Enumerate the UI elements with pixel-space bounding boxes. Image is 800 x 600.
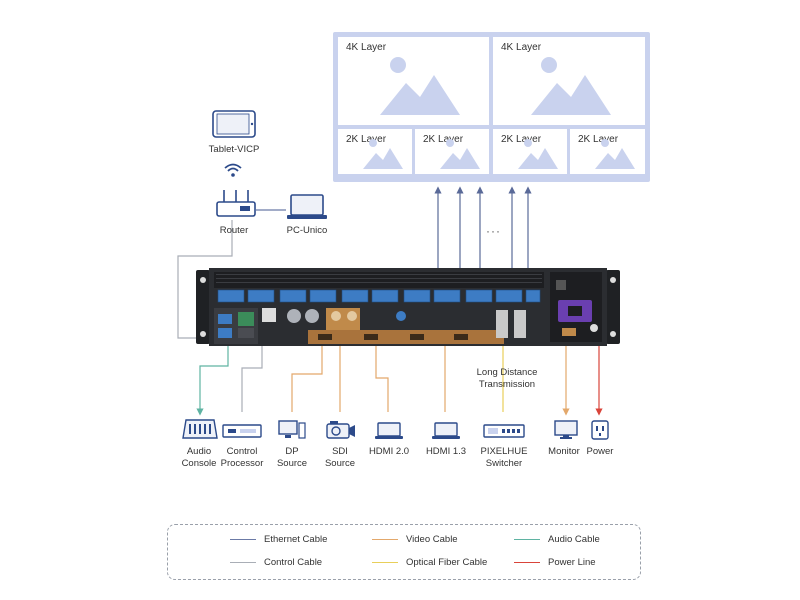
dp-source-icon [278,420,306,439]
device-label-dp-source: DP Source [276,446,308,469]
legend-swatch [230,538,256,540]
device-label-pixelhue-switcher: PIXELHUE Switcher [480,446,528,469]
more-outputs-ellipsis: ··· [486,224,501,238]
legend-item-optical: Optical Fiber Cable [372,557,487,568]
ethernet-output-ports [217,289,541,303]
device-label-power: Power [586,446,614,457]
legend-item-video: Video Cable [372,534,458,545]
router-rack-cable [177,220,233,339]
pc-laptop-icon [287,194,327,219]
legend-item-audio: Audio Cable [514,534,600,545]
laptop-icon [432,422,460,439]
device-label-control-processor: Control Processor [220,446,264,469]
legend-item-ethernet: Ethernet Cable [230,534,327,545]
legend-swatch [372,538,398,540]
device-label-monitor: Monitor [548,446,580,457]
device-label-audio-console: Audio Console [181,446,217,469]
layer-tile-4k-1: 4K Layer [338,37,489,125]
legend-item-control: Control Cable [230,557,322,568]
cable-legend: Ethernet Cable Video Cable Audio Cable C… [167,524,641,580]
video-processor-rack [196,268,620,346]
layer-tile-2k-3: 2K Layer [493,129,567,174]
layer-label: 2K Layer [423,134,464,145]
image-placeholder-icon [518,139,558,169]
layer-label: 2K Layer [346,134,387,145]
image-placeholder-icon [595,139,635,169]
device-label-hdmi-2-0: HDMI 2.0 [368,446,410,457]
dp-cable [291,338,323,412]
image-placeholder-icon [363,139,403,169]
sdi-source-icon [326,421,355,439]
control-cable [241,338,263,412]
legend-swatch [514,538,540,540]
switcher-icon [483,424,525,438]
audio-cable [196,338,229,416]
device-label-sdi-source: SDI Source [324,446,356,469]
layer-screen: 4K Layer 4K Layer 2K Layer 2K Layer 2K L… [333,32,650,182]
legend-swatch [230,561,256,563]
image-placeholder-icon [440,139,480,169]
layer-tile-2k-2: 2K Layer [415,129,489,174]
layer-label: 4K Layer [501,42,542,53]
long-distance-line1: Long Distance [476,367,538,378]
layer-tile-4k-2: 4K Layer [493,37,645,125]
pc-label: PC-Unico [286,225,328,236]
monitor-icon [554,420,578,439]
legend-swatch [514,561,540,563]
wifi-icon [224,163,242,177]
layer-label: 2K Layer [501,134,542,145]
long-distance-label: Long Distance Transmission [462,367,552,391]
router-label: Router [219,225,249,236]
image-placeholder-icon [380,57,460,115]
tablet-label: Tablet-VICP [208,144,260,155]
router-icon [216,190,256,217]
layer-tile-2k-1: 2K Layer [338,129,412,174]
long-distance-line2: Transmission [478,379,536,390]
power-socket-icon [591,420,609,440]
legend-item-power: Power Line [514,557,596,568]
layer-tile-2k-4: 2K Layer [570,129,645,174]
control-processor-icon [222,424,262,438]
layer-label: 4K Layer [346,42,387,53]
audio-console-icon [182,419,218,439]
laptop-icon [375,422,403,439]
legend-swatch [372,561,398,563]
hdmi20-cable [375,338,389,412]
layer-label: 2K Layer [578,134,619,145]
image-placeholder-icon [531,57,611,115]
tablet-icon [212,110,256,138]
device-label-hdmi-1-3: HDMI 1.3 [425,446,467,457]
